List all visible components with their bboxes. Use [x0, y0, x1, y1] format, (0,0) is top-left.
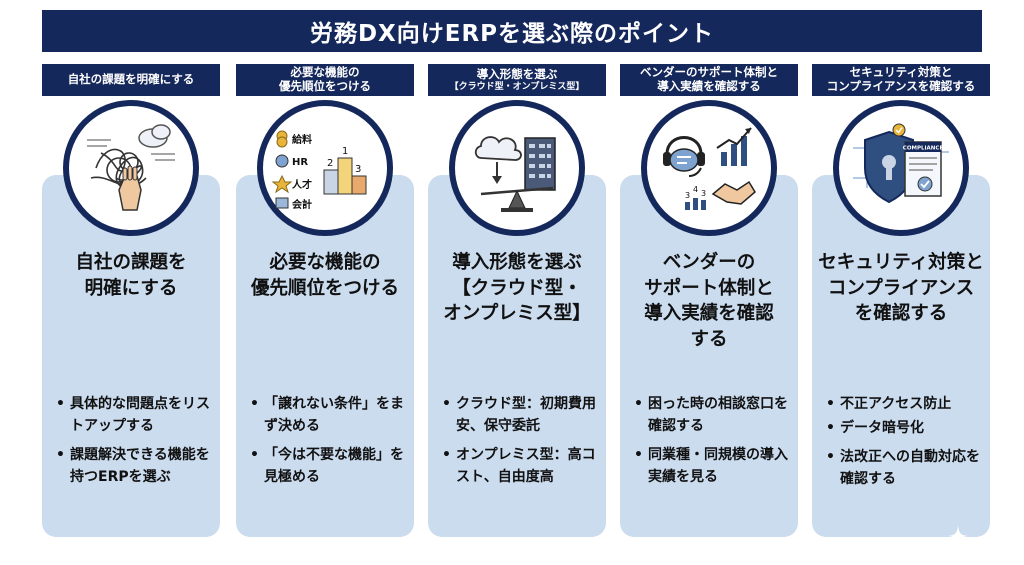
heading-line: 明確にする: [84, 277, 178, 299]
heading-line: 導入実績を確認: [644, 303, 774, 325]
heading-line: セキュリティ対策と: [818, 252, 984, 273]
support-handshake-icon: 3 4 3: [641, 100, 777, 236]
podium-number: 1: [342, 146, 348, 157]
column-label: 必要な機能の 優先順位をつける: [236, 64, 414, 96]
podium-number: 2: [327, 158, 333, 169]
column-label-line2: 優先順位をつける: [279, 79, 371, 93]
icon-item-text: HR: [292, 157, 308, 168]
icon-item-text: 人才: [292, 178, 312, 191]
tangled-threads-hand-icon: [63, 100, 199, 236]
compliance-label: COMPLIANCE: [903, 146, 944, 152]
podium-number: 3: [355, 164, 361, 175]
card-heading: 自社の課題を 明確にする: [46, 250, 216, 301]
heading-line: コンプライアンス: [827, 277, 975, 299]
bullet-item: オンプレミス型：高コスト、自由度高: [442, 445, 598, 488]
bullet-item: 不正アクセス防止: [826, 394, 982, 416]
bullet-item: 「今は不要な機能」を見極める: [250, 445, 406, 488]
bullet-item: データ暗号化: [826, 418, 982, 440]
bullet-item: 法改正への自動対応を確認する: [826, 447, 982, 490]
column-label-line1: 必要な機能の: [290, 65, 360, 80]
column-label: セキュリティ対策と コンプライアンスを確認する: [812, 64, 990, 96]
icon-number: 4: [693, 185, 698, 194]
column-label-line2: コンプライアンスを確認する: [826, 79, 976, 93]
bullet-list: クラウド型：初期費用安、保守委託 オンプレミス型：高コスト、自由度高: [442, 394, 598, 497]
page-title: 労務DX向けERPを選ぶ際のポイント: [42, 10, 982, 52]
heading-line: を確認する: [854, 303, 948, 325]
icon-item-text: 給料: [292, 133, 312, 146]
sparkle-icon: [948, 525, 968, 547]
security-shield-icon: COMPLIANCE: [833, 100, 969, 236]
bullet-item: 困った時の相談窓口を確認する: [634, 394, 790, 437]
bullet-item: クラウド型：初期費用安、保守委託: [442, 394, 598, 437]
card-heading: セキュリティ対策と コンプライアンス を確認する: [816, 250, 986, 327]
column-label-line1: セキュリティ対策と: [849, 65, 953, 80]
bullet-item: 同業種・同規模の導入実績を見る: [634, 445, 790, 488]
icon-number: 3: [701, 189, 706, 198]
bullet-list: 困った時の相談窓口を確認する 同業種・同規模の導入実績を見る: [634, 394, 790, 497]
bullet-list: 不正アクセス防止 データ暗号化 法改正への自動対応を確認する: [826, 394, 982, 499]
heading-line: ベンダーの: [662, 252, 756, 273]
column-label-line1: 導入形態を選ぶ: [476, 66, 558, 81]
heading-line: オンプレミス型】: [443, 303, 591, 325]
column-deployment-type: 導入形態を選ぶ 【クラウド型・オンプレミス型】 導入形態を選ぶ 【クラウド型・ …: [428, 0, 606, 565]
column-label-line1: 自社の課題を明確にする: [67, 72, 195, 87]
card-heading: 導入形態を選ぶ 【クラウド型・ オンプレミス型】: [432, 250, 602, 327]
column-define-issues: 自社の課題を明確にする 自社の課題を 明確にする: [42, 0, 220, 565]
heading-line: 優先順位をつける: [250, 277, 399, 299]
column-label-line1: ベンダーのサポート体制と: [640, 65, 778, 80]
cloud-server-balance-icon: [449, 100, 585, 236]
column-vendor-support: ベンダーのサポート体制と 導入実績を確認する 3 4 3 ベンダーの サポート体: [620, 0, 798, 565]
heading-line: 【クラウド型・: [452, 277, 582, 299]
bullet-list: 「譲れない条件」をまず決める 「今は不要な機能」を見極める: [250, 394, 406, 497]
column-label: 導入形態を選ぶ 【クラウド型・オンプレミス型】: [428, 64, 606, 96]
column-label: ベンダーのサポート体制と 導入実績を確認する: [620, 64, 798, 96]
heading-line: 必要な機能の: [269, 252, 381, 273]
column-label-line2: 【クラウド型・オンプレミス型】: [449, 81, 585, 92]
bullet-item: 課題解決できる機能を持つERPを選ぶ: [56, 445, 212, 488]
priority-podium-icon: 給料 HR 人才 会計 2 1 3: [257, 100, 393, 236]
card-heading: ベンダーの サポート体制と 導入実績を確認 する: [624, 250, 794, 352]
card-heading: 必要な機能の 優先順位をつける: [240, 250, 410, 301]
heading-line: する: [690, 328, 728, 350]
bullet-item: 「譲れない条件」をまず決める: [250, 394, 406, 437]
column-prioritize-features: 必要な機能の 優先順位をつける 給料 HR 人才 会計 2 1 3 必要な機能の…: [236, 0, 414, 565]
column-label: 自社の課題を明確にする: [42, 64, 220, 96]
column-label-line2: 導入実績を確認する: [657, 79, 761, 93]
icon-item-text: 会計: [292, 198, 312, 211]
heading-line: 自社の課題を: [75, 252, 187, 273]
bullet-list: 具体的な問題点をリストアップする 課題解決できる機能を持つERPを選ぶ: [56, 394, 212, 497]
heading-line: 導入形態を選ぶ: [452, 252, 582, 273]
column-security-compliance: セキュリティ対策と コンプライアンスを確認する COMPLIANCE セキュリテ…: [812, 0, 990, 565]
icon-number: 3: [685, 191, 690, 200]
bullet-item: 具体的な問題点をリストアップする: [56, 394, 212, 437]
heading-line: サポート体制と: [644, 277, 774, 299]
